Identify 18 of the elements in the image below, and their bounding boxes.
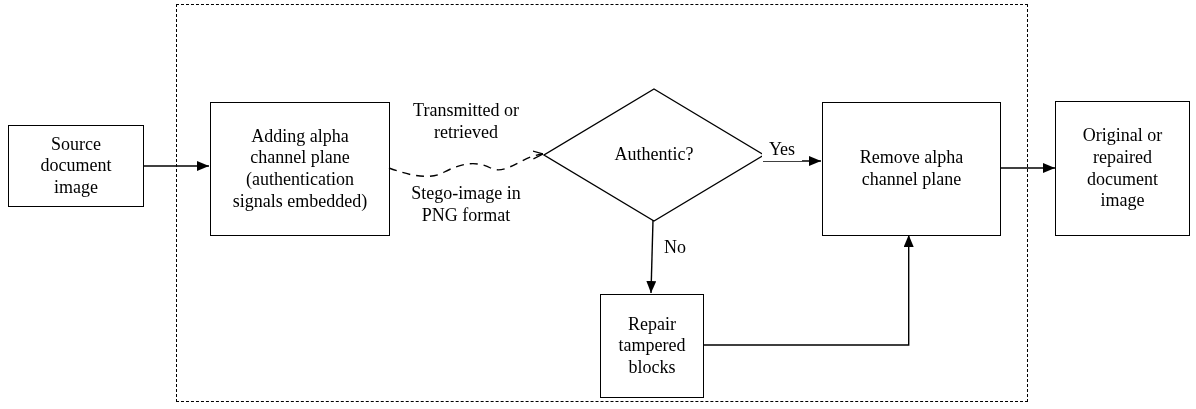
process-box <box>210 102 390 236</box>
arrow <box>143 161 210 171</box>
edge-label: Yes <box>762 139 802 161</box>
node-text: Remove alpha channel plane <box>858 147 965 191</box>
dashed-arrow <box>388 151 544 178</box>
arrow <box>702 234 914 346</box>
process-box <box>1055 101 1190 236</box>
node-text: Authentic? <box>614 144 694 166</box>
node-text: Source document image <box>39 133 113 199</box>
arrow <box>646 219 657 294</box>
process-box <box>600 294 704 398</box>
process-box <box>822 102 1001 236</box>
node-text: Original or repaired document image <box>1081 125 1164 212</box>
arrow <box>762 156 822 166</box>
arrow <box>999 163 1056 173</box>
node-text: Repair tampered blocks <box>617 313 687 379</box>
process-box <box>8 125 144 207</box>
node-text: Adding alpha channel plane (authentication signals embedded) <box>231 125 369 213</box>
